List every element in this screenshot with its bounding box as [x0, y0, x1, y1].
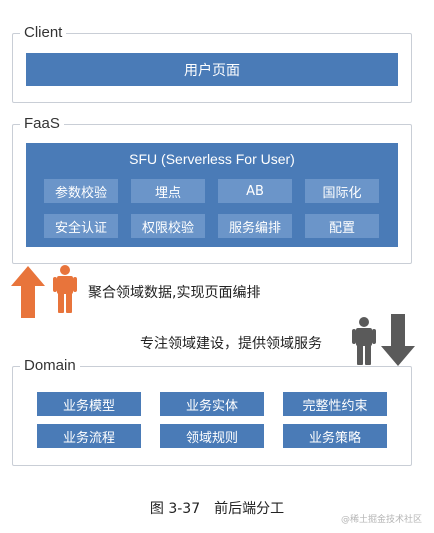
down-arrow-icon — [381, 314, 415, 366]
chip-business-strategy: 业务策略 — [283, 424, 387, 448]
left-caption: 聚合领域数据,实现页面编排 — [88, 285, 261, 301]
chip-config: 配置 — [305, 214, 379, 238]
chip-business-entity: 业务实体 — [160, 392, 264, 416]
domain-layer — [12, 366, 412, 466]
client-layer-title: Client — [20, 24, 67, 42]
user-page-bar: 用户页面 — [26, 53, 398, 86]
person-icon-orange — [53, 265, 77, 313]
faas-layer-title: FaaS — [20, 115, 64, 133]
chip-integrity-constraint: 完整性约束 — [283, 392, 387, 416]
chip-ab: AB — [218, 179, 292, 203]
chip-security-auth: 安全认证 — [44, 214, 118, 238]
figure-caption: 图 3-37 前后端分工 — [149, 501, 285, 517]
up-arrow-icon — [11, 266, 45, 318]
chip-i18n: 国际化 — [305, 179, 379, 203]
chip-service-orchestration: 服务编排 — [218, 214, 292, 238]
person-icon-gray — [352, 317, 376, 365]
right-caption: 专注领域建设，提供领域服务 — [140, 336, 322, 352]
chip-business-model: 业务模型 — [37, 392, 141, 416]
sfu-title: SFU (Serverless For User) — [129, 151, 295, 167]
chip-business-process: 业务流程 — [37, 424, 141, 448]
watermark: @稀土掘金技术社区 — [340, 515, 422, 525]
chip-param-validation: 参数校验 — [44, 179, 118, 203]
chip-permission-check: 权限校验 — [131, 214, 205, 238]
domain-layer-title: Domain — [20, 357, 80, 375]
chip-domain-rules: 领域规则 — [160, 424, 264, 448]
chip-tracking: 埋点 — [131, 179, 205, 203]
